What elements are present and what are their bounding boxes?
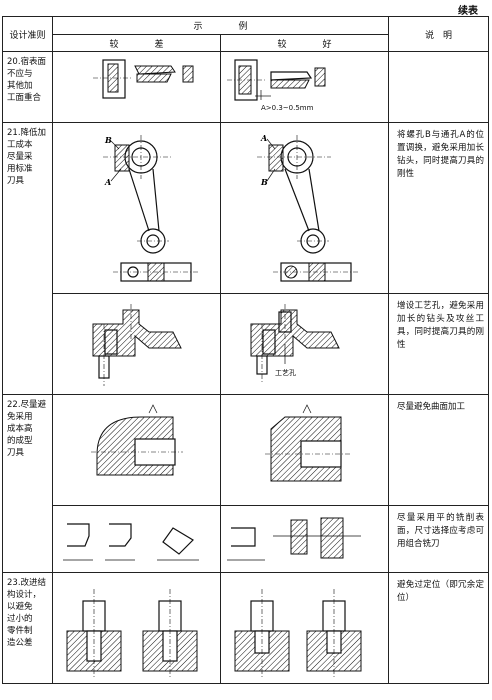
better-figure: 工艺孔 [219,293,390,395]
better-figure [219,394,390,506]
worse-figure [52,394,221,506]
better-figure [219,572,390,684]
better-figure [219,505,390,573]
note-cell: 尽量避免曲面加工 [388,394,490,506]
label-a: A [260,133,267,143]
table-row: 22.尽量避 免采用 成本高 的成型 刀具 尽量避免曲面加工 [2,394,490,573]
table-row: 23.改进结 构设计， 以避免 过小的 零件制 造公差 [2,572,490,684]
note-cell [388,51,490,123]
continued-label: 续表 [458,6,478,17]
design-guideline-table: 设计准则 示 例 说 明 较 差 较 好 20.宿表面 不应与 其他加 工面重合 [2,16,490,684]
table-row: 尽量采用平的铣削表面，尺寸选择应考虑可用组合铣刀 [3,505,490,573]
principle-cell: 23.改进结 构设计， 以避免 过小的 零件制 造公差 [2,572,53,684]
worse-figure [52,51,221,123]
label-a: A [104,177,111,187]
worse-figure [52,572,221,684]
note-cell: 避免过定位（即冗余定位） [388,572,490,684]
header-principle: 设计准则 [2,16,53,52]
label-b: B [260,177,268,187]
header-worse: 较 差 [52,34,221,52]
header-example: 示 例 [51,16,390,35]
better-figure: A B [219,122,390,294]
table-row: 20.宿表面 不应与 其他加 工面重合 [2,51,490,123]
note-cell: 将螺孔B与通孔A的位置调换，避免采用加长钻头，同时提高刀具的刚性 [388,122,490,294]
table-row: 工艺孔 增设工艺孔，避免采用加长的钻头及攻丝工具，同时提高刀具的刚性 [3,293,490,395]
worse-figure [52,505,221,573]
gap-caption: A>0.3~0.5mm [261,104,314,112]
worse-figure: B A [52,122,221,294]
note-cell: 增设工艺孔，避免采用加长的钻头及攻丝工具，同时提高刀具的刚性 [388,293,490,395]
worse-figure [52,293,221,395]
principle-cell: 21.降低加 工成本 尽量采 用标准 刀具 [2,122,53,395]
better-figure: A>0.3~0.5mm [219,51,390,123]
note-cell: 尽量采用平的铣削表面，尺寸选择应考虑可用组合铣刀 [388,505,490,573]
principle-cell: 22.尽量避 免采用 成本高 的成型 刀具 [2,394,53,573]
table-row: 21.降低加 工成本 尽量采 用标准 刀具 B A [2,122,490,395]
principle-cell: 20.宿表面 不应与 其他加 工面重合 [2,51,53,123]
tech-hole-caption: 工艺孔 [275,369,296,377]
label-b: B [104,135,112,145]
header-note: 说 明 [388,16,490,52]
header-better: 较 好 [219,34,390,52]
